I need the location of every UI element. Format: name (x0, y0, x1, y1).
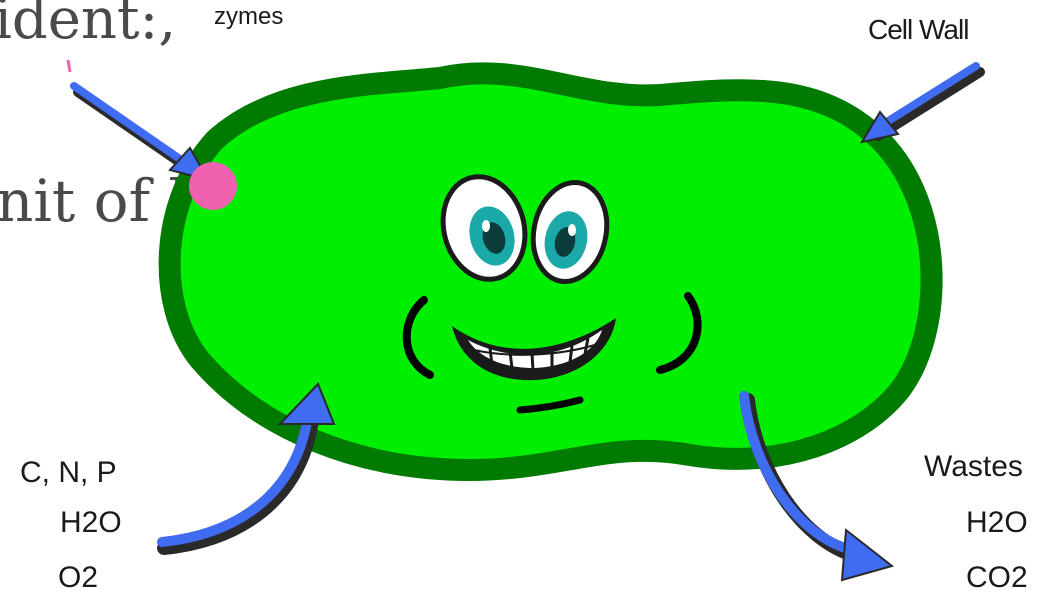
output-co2-label: CO2 (966, 563, 1028, 593)
cell-wall-label: Cell Wall (868, 16, 968, 44)
output-wastes-label: Wastes (924, 452, 1023, 482)
cell-wall-arrow (862, 66, 980, 142)
input-water-label: H2O (60, 508, 122, 538)
pointer-dot (189, 162, 237, 210)
output-water-label: H2O (966, 508, 1028, 538)
top-left-arrow (74, 86, 208, 180)
input-oxygen-label: O2 (58, 563, 98, 593)
input-nutrients-label: C, N, P (20, 458, 117, 488)
pink-mark (68, 60, 70, 72)
